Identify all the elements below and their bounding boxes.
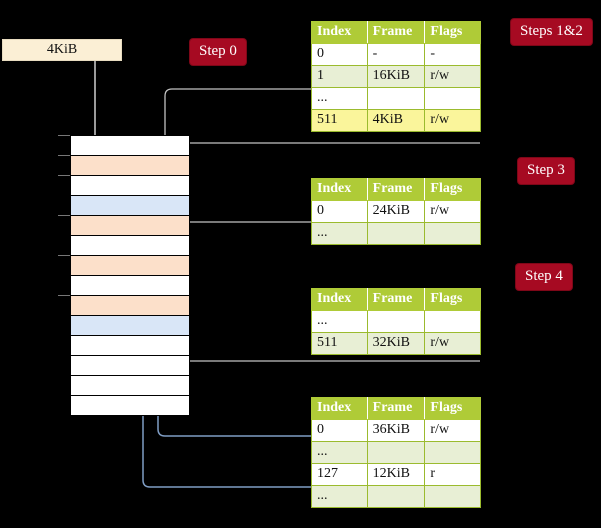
cell-index: ... xyxy=(311,485,368,508)
column-header-index: Index xyxy=(311,178,368,201)
column-header-flags: Flags xyxy=(424,397,481,420)
memory-frame-tick-2 xyxy=(58,175,70,176)
column-header-frame: Frame xyxy=(366,178,426,201)
physical-memory-frames xyxy=(70,135,190,416)
memory-frame-2 xyxy=(71,176,189,196)
cell-index: ... xyxy=(311,441,368,464)
cell-flags: - xyxy=(424,43,481,66)
cell-flags xyxy=(424,485,481,508)
column-header-index: Index xyxy=(311,397,368,420)
column-header-index: Index xyxy=(311,288,368,311)
memory-frame-tick-8 xyxy=(58,295,70,296)
cell-frame: 24KiB xyxy=(366,200,426,223)
cell-frame xyxy=(366,310,426,333)
cell-index: 0 xyxy=(311,43,368,66)
memory-frame-10 xyxy=(71,336,189,356)
column-header-index: Index xyxy=(311,21,368,44)
cell-index: 0 xyxy=(311,200,368,223)
cell-flags xyxy=(424,222,481,245)
column-header-flags: Flags xyxy=(424,21,481,44)
memory-frame-tick-4 xyxy=(58,215,70,216)
cell-index: 511 xyxy=(311,332,368,355)
cell-flags: r/w xyxy=(424,419,481,442)
cell-frame: 12KiB xyxy=(366,463,426,486)
cell-frame xyxy=(366,485,426,508)
cell-frame: 4KiB xyxy=(366,109,426,132)
cell-flags: r/w xyxy=(424,65,481,88)
memory-frame-1 xyxy=(71,156,189,176)
cell-frame: 16KiB xyxy=(366,65,426,88)
cell-flags: r xyxy=(424,463,481,486)
cell-index: ... xyxy=(311,87,368,110)
table-row: ... xyxy=(311,441,481,464)
table-row: ... xyxy=(311,310,481,333)
table-row: ... xyxy=(311,222,481,245)
badge-step-4: Step 4 xyxy=(516,264,572,290)
memory-frame-8 xyxy=(71,296,189,316)
cell-flags xyxy=(424,310,481,333)
cell-flags xyxy=(424,87,481,110)
column-header-frame: Frame xyxy=(366,21,426,44)
cell-frame: - xyxy=(366,43,426,66)
memory-frame-12 xyxy=(71,376,189,396)
cell-frame xyxy=(366,222,426,245)
cell-flags: r/w xyxy=(424,109,481,132)
column-header-frame: Frame xyxy=(366,288,426,311)
cell-flags xyxy=(424,441,481,464)
column-header-flags: Flags xyxy=(424,288,481,311)
badge-step-3: Step 3 xyxy=(518,158,574,184)
table-row: 0-- xyxy=(311,43,481,66)
cell-index: 127 xyxy=(311,463,368,486)
cell-index: 0 xyxy=(311,419,368,442)
memory-frame-6 xyxy=(71,256,189,276)
cell-index: 511 xyxy=(311,109,368,132)
virtual-address-box: 4KiB xyxy=(2,39,122,61)
cell-frame xyxy=(366,87,426,110)
cell-flags: r/w xyxy=(424,200,481,223)
memory-frame-4 xyxy=(71,216,189,236)
table-row: ... xyxy=(311,485,481,508)
cell-flags: r/w xyxy=(424,332,481,355)
badge-steps-1-2: Steps 1&2 xyxy=(511,19,592,45)
memory-frame-0 xyxy=(71,136,189,156)
memory-frame-7 xyxy=(71,276,189,296)
memory-frame-11 xyxy=(71,356,189,376)
cell-frame: 32KiB xyxy=(366,332,426,355)
cell-index: 1 xyxy=(311,65,368,88)
cell-frame: 36KiB xyxy=(366,419,426,442)
cell-index: ... xyxy=(311,310,368,333)
memory-frame-5 xyxy=(71,236,189,256)
memory-frame-tick-0 xyxy=(58,135,70,136)
table-row: ... xyxy=(311,87,481,110)
memory-frame-tick-6 xyxy=(58,255,70,256)
column-header-frame: Frame xyxy=(366,397,426,420)
column-header-flags: Flags xyxy=(424,178,481,201)
cell-frame xyxy=(366,441,426,464)
memory-frame-3 xyxy=(71,196,189,216)
memory-frame-9 xyxy=(71,316,189,336)
badge-step-0: Step 0 xyxy=(190,39,246,65)
cell-index: ... xyxy=(311,222,368,245)
memory-frame-13 xyxy=(71,396,189,416)
memory-frame-tick-1 xyxy=(58,155,70,156)
